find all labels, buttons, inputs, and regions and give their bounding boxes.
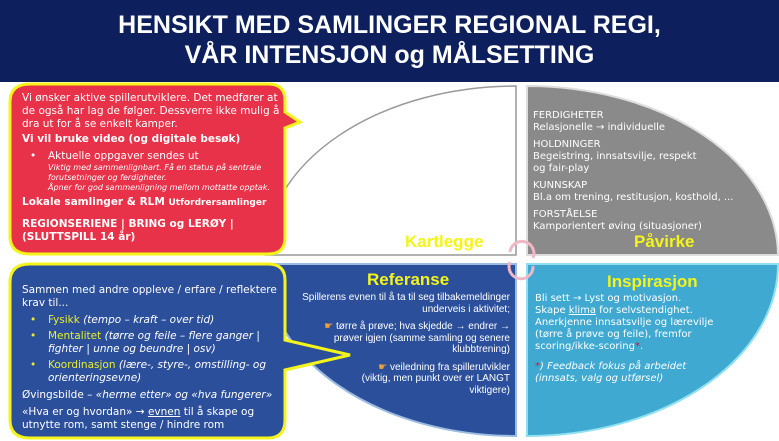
section-body: Begeistring, innsatsvilje, respekt og fa… [533, 151, 697, 174]
kartlegge-title: Kartlegge [405, 232, 484, 251]
list-item: Koordinasjon (lære-, styre-, omstilling-… [22, 359, 282, 385]
insp-l2b: for selvstendighet. [596, 305, 693, 316]
kartlegge-text: Identifisere (og følge opp) potensielle … [372, 140, 482, 215]
ovings-detail: «herme etter» og «hva fungerer» [95, 389, 273, 401]
section-body: Relasjonelle → individuelle [533, 122, 666, 133]
klima: klima [568, 305, 596, 316]
slide-header: HENSIKT MED SAMLINGER REGIONAL REGI, VÅR… [0, 0, 779, 82]
item-label: Mentalitet [48, 330, 102, 342]
pointing-hand-icon: ☛ [378, 361, 390, 373]
section-body: Bl.a om trening, restitusjon, kosthold, … [533, 192, 734, 203]
referanse-title: Referanse [367, 270, 450, 289]
hva-detail: til å skape og utnytte rom, samt stenge … [22, 406, 255, 431]
inspirasjon-text: Bli sett → Lyst og motivasjon. Skape kli… [535, 293, 720, 385]
section-body: Kamporientert øving (situasjoner) [533, 221, 702, 232]
item-label: Koordinasjon [48, 359, 116, 371]
section-head: HOLDNINGER [533, 139, 601, 150]
local-samlinger: Lokale samlinger & RLM [22, 196, 165, 208]
item-detail: (tempo – kraft – over tid) [83, 314, 215, 326]
point-1: tørre å prøve; hva skjedde → endrer → pr… [333, 321, 510, 355]
ovings-label: Øvingsbilde – [22, 389, 96, 401]
inspirasjon-title: Inspirasjon [607, 272, 698, 291]
item-detail: (lære-, styre-, omstilling- og orienteri… [48, 359, 267, 384]
video-line: Vi vil bruke video (og digitale besøk) [22, 133, 241, 145]
pavirke-title: Påvirke [634, 232, 695, 251]
section-head: KUNNSKAP [533, 180, 588, 191]
title-line-2: VÅR INTENSJON og MÅLSETTING [184, 41, 595, 69]
asterisk: * [634, 341, 640, 352]
item-detail: (tørre og feile – flere ganger | fighter… [48, 330, 260, 355]
insp-l2a: Skape [535, 305, 569, 316]
hva-label: «Hva er og hvordan» → [22, 406, 148, 418]
list-item: Mentalitet (tørre og feile – flere gange… [22, 330, 282, 356]
asterisk: * [535, 361, 540, 372]
referanse-text: Spillerens evnen til å ta til seg tilbak… [300, 292, 510, 396]
cycle-arrow-icon [507, 239, 536, 281]
section-head: FORSTÅELSE [533, 209, 598, 220]
quadrant-pavirke [526, 84, 779, 256]
red-intro: Vi ønsker aktive spillerutviklere. Det m… [22, 92, 280, 130]
utfordrer: Utfordrersamlinger [168, 198, 267, 208]
evnen: evnen [147, 406, 181, 418]
blue-intro: Sammen med andre oppleve / erfare / refl… [22, 284, 277, 309]
red-bubble-content: Vi ønsker aktive spillerutviklere. Det m… [22, 92, 282, 244]
quadrant-inspirasjon [526, 263, 779, 438]
pointing-hand-icon: ☛ [324, 321, 337, 332]
point-2: veiledning fra spillerutvikler (viktig, … [361, 361, 510, 396]
feedback-note: ) Feedback fokus på arbeidet (innsats, v… [535, 361, 687, 384]
referanse-intro: Spillerens evnen til å ta til seg tilbak… [302, 292, 510, 315]
note-2: Åpner for god sammenligning mellom motta… [48, 183, 270, 192]
section-head: FERDIGHETER [533, 110, 604, 121]
kartlegge-desc: Identifisere (og følge opp) potensielle … [372, 140, 472, 192]
series-line: REGIONSERIENE | BRING og LERØY | (SLUTTS… [22, 218, 234, 243]
kartlegge-arenas: Ulike arenaer [372, 202, 446, 215]
tasks-bullet: Aktuelle oppgaver sendes ut [48, 150, 199, 162]
blue-bubble-content: Sammen med andre oppleve / erfare / refl… [22, 284, 282, 432]
title-line-1: HENSIKT MED SAMLINGER REGIONAL REGI, [118, 11, 661, 39]
item-label: Fysikk [48, 314, 80, 326]
insp-line-3: Anerkjenne innsatsvilje og lærevilje (tø… [535, 317, 714, 352]
insp-line-1: Bli sett → Lyst og motivasjon. [535, 293, 682, 304]
list-item: Fysikk (tempo – kraft – over tid) [22, 314, 282, 327]
note-1: Viktig med sammenlignbart. Få en status … [48, 163, 262, 182]
